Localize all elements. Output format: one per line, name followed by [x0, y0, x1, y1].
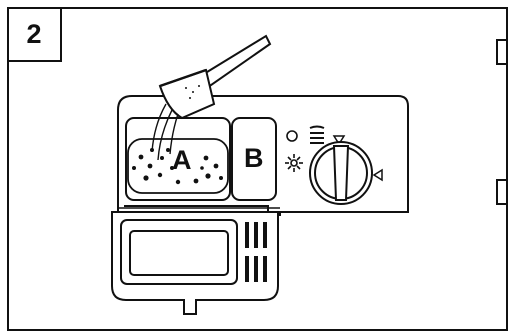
measuring-scoop-icon: [151, 34, 272, 161]
detergent-granules: [132, 148, 223, 185]
compartment-a-tray: [127, 138, 229, 194]
compartment-a-label: A: [172, 145, 192, 175]
dispenser-lid: [111, 205, 279, 315]
step-number: 2: [8, 8, 62, 62]
compartment-b-label: B: [244, 143, 264, 173]
dosage-dial-icon: [309, 141, 373, 205]
lid-vents: [245, 222, 267, 282]
triangle-left-icon: [372, 168, 383, 182]
dishwasher-dispenser: [111, 95, 409, 315]
lines-symbol-icon: [309, 125, 325, 144]
page-tab: [496, 179, 508, 205]
compartment-b: [231, 117, 277, 201]
page-tab: [496, 39, 508, 65]
triangle-down-icon: [332, 135, 346, 146]
panel-frame: [7, 7, 508, 331]
circle-indicator-icon: [286, 130, 298, 142]
sun-symbol-icon: [285, 154, 303, 172]
